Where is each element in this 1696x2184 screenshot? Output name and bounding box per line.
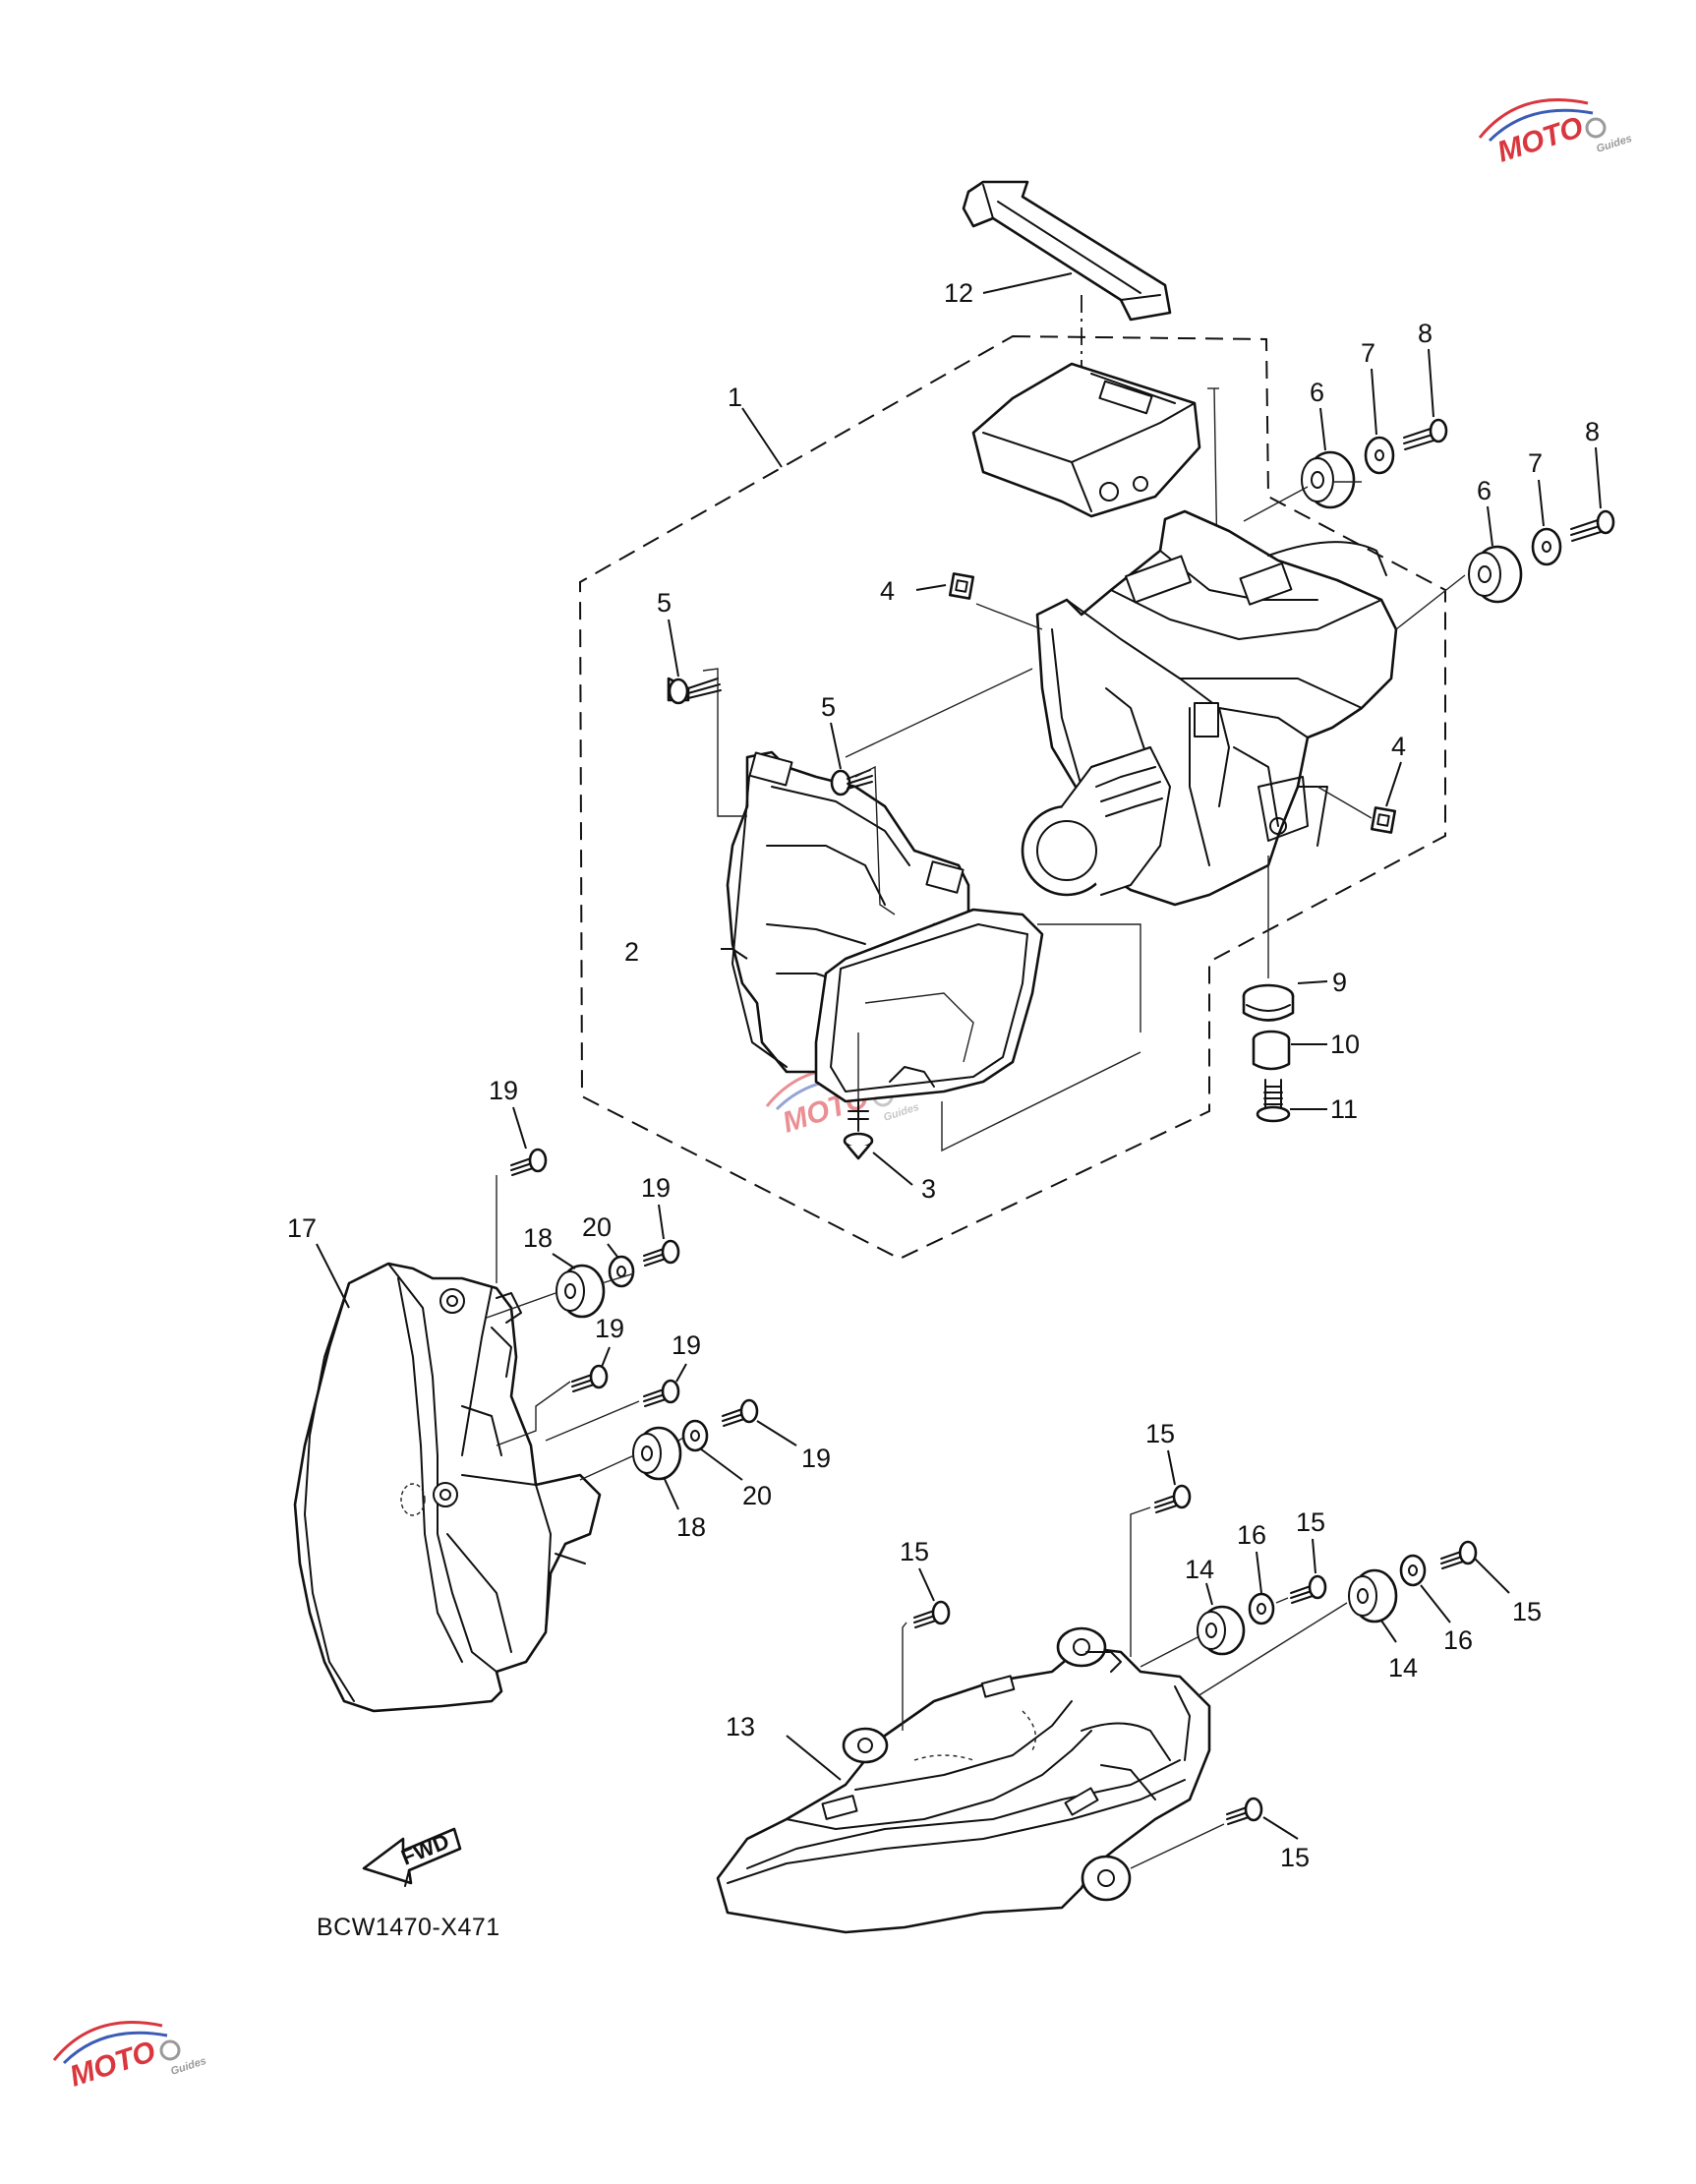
callout-7-upper: 7 — [1361, 338, 1375, 368]
callout-18-upper: 18 — [523, 1223, 553, 1253]
callout-13: 13 — [726, 1712, 755, 1741]
grommet-18-lower — [632, 1426, 682, 1481]
callout-17: 17 — [287, 1213, 317, 1243]
callout-19-a: 19 — [489, 1076, 518, 1105]
callout-7-lower: 7 — [1528, 448, 1543, 478]
callout-15-e: 15 — [1280, 1843, 1310, 1872]
screw-19-d — [643, 1379, 680, 1407]
screw-19-b — [643, 1239, 680, 1267]
callout-14-left: 14 — [1185, 1555, 1214, 1584]
svg-text:MOTO: MOTO — [1493, 111, 1587, 169]
callout-5-right: 5 — [821, 692, 836, 722]
screw-15-c — [1290, 1574, 1327, 1604]
screw-15-d — [1440, 1540, 1478, 1569]
screw-5-left — [667, 677, 722, 705]
grommet-14-right — [1348, 1568, 1398, 1623]
callout-15-d: 15 — [1512, 1597, 1542, 1626]
screw-15-a — [1154, 1484, 1192, 1513]
callout-6-lower: 6 — [1477, 476, 1491, 505]
callout-19-b: 19 — [641, 1173, 671, 1203]
callout-6-upper: 6 — [1310, 378, 1324, 407]
watermark-logo-top: MOTO Guides — [1478, 98, 1633, 169]
callout-15-b: 15 — [900, 1537, 929, 1566]
callout-8-lower: 8 — [1585, 417, 1600, 446]
svg-text:MOTO: MOTO — [66, 2036, 159, 2094]
washer-16-left — [1248, 1592, 1275, 1625]
screw-5-right — [830, 769, 873, 797]
clip-4-top — [948, 572, 975, 600]
callout-8-upper: 8 — [1418, 319, 1433, 348]
screw-19-e — [722, 1398, 759, 1427]
washer-7-upper — [1364, 436, 1395, 475]
callout-20-lower: 20 — [742, 1481, 772, 1510]
bolt-11 — [1256, 1079, 1291, 1123]
assembly-boundary — [578, 334, 1446, 1261]
screw-15-b — [913, 1600, 951, 1628]
grommet-6-upper — [1301, 450, 1356, 509]
callout-20-upper: 20 — [582, 1212, 612, 1242]
callout-19-e: 19 — [801, 1444, 831, 1473]
washer-7-lower — [1531, 527, 1562, 566]
headlight-bezel-part-2 — [726, 750, 1044, 1103]
callout-5-left: 5 — [657, 588, 672, 618]
callout-3: 3 — [921, 1174, 936, 1204]
callout-1: 1 — [728, 383, 742, 412]
diagram-code: BCW1470-X471 — [317, 1914, 500, 1941]
callout-9: 9 — [1332, 968, 1347, 997]
headlight-part-17 — [293, 1262, 602, 1713]
callout-16-left: 16 — [1237, 1520, 1266, 1550]
washer-16-right — [1399, 1554, 1427, 1587]
clip-4-bottom — [1370, 806, 1397, 834]
callout-12: 12 — [944, 278, 973, 308]
watermark-logo-bottom: MOTO Guides — [52, 2021, 207, 2094]
lower-light-part-13 — [716, 1626, 1211, 1934]
callout-15-c: 15 — [1296, 1507, 1325, 1537]
callout-14-right: 14 — [1388, 1653, 1418, 1682]
callout-4-top: 4 — [880, 576, 895, 606]
leader-lines — [316, 272, 1602, 1840]
callout-19-d: 19 — [672, 1330, 701, 1360]
bracket-part-12 — [962, 180, 1172, 322]
screw-3 — [843, 1100, 874, 1160]
callout-15-a: 15 — [1145, 1419, 1175, 1448]
callout-labels: 1 2 3 4 4 5 5 6 6 7 7 8 8 9 10 11 12 13 … — [287, 278, 1600, 1872]
control-module — [971, 362, 1201, 518]
callout-16-right: 16 — [1443, 1625, 1473, 1655]
screw-19-c — [571, 1364, 609, 1392]
callout-19-c: 19 — [595, 1314, 624, 1343]
grommet-14-left — [1197, 1605, 1246, 1656]
callout-11: 11 — [1330, 1094, 1358, 1124]
grommet-9 — [1242, 983, 1295, 1022]
grommet-6-lower — [1468, 545, 1523, 604]
collar-10 — [1252, 1030, 1291, 1071]
headlight-housing — [1021, 509, 1398, 907]
callout-10: 10 — [1330, 1030, 1360, 1059]
callout-18-lower: 18 — [676, 1512, 706, 1542]
callout-4-bottom: 4 — [1391, 732, 1406, 761]
callout-2: 2 — [624, 937, 639, 967]
fwd-arrow-icon: FWD — [362, 1827, 462, 1887]
grommet-18-upper — [556, 1264, 606, 1319]
bolt-8-upper — [1403, 418, 1448, 450]
screw-15-e — [1226, 1797, 1263, 1825]
screw-19-a — [510, 1148, 548, 1176]
washer-20-upper — [608, 1255, 635, 1288]
washer-20-lower — [681, 1419, 709, 1452]
bolt-8-lower — [1570, 509, 1615, 542]
